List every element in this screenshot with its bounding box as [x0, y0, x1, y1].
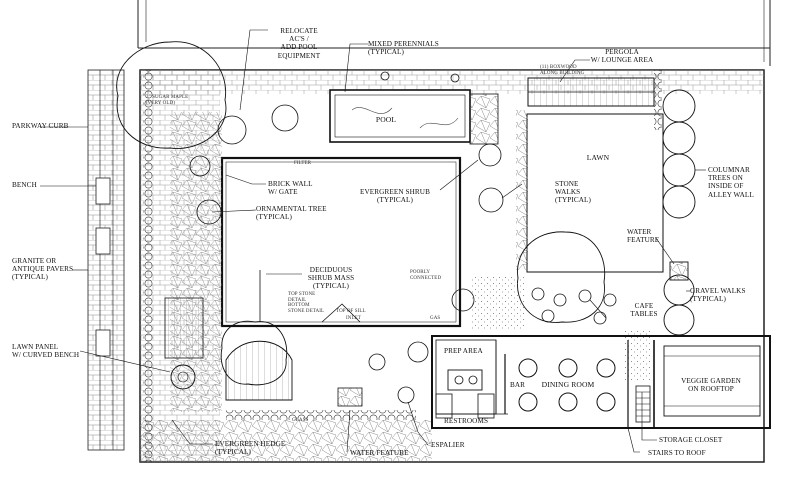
water-feature-right-label: WATER FEATURE	[627, 228, 660, 245]
mixed-perennials-label: MIXED PERENNIALS (TYPICAL)	[368, 40, 439, 57]
inlet-note: INLET	[346, 316, 361, 321]
water-feature-bottom-label: WATER FEATURE	[350, 449, 409, 457]
pool	[329, 71, 499, 145]
evergreen-hedges	[143, 70, 662, 462]
cafe-tables	[531, 287, 617, 325]
large-trees	[116, 41, 606, 386]
lawn-panel-label: LAWN PANEL w/ CURVED BENCH	[12, 343, 80, 360]
relocate-ac-label: RELOCATE AC's / ADD POOL EQUIPMENT	[277, 27, 321, 60]
lawn-label: LAWN	[586, 153, 610, 162]
prep-area-label: PREP AREA	[444, 347, 483, 355]
glass-note: GLASS	[292, 418, 309, 423]
poorly-connected-note: POORLY CONNECTED	[410, 270, 442, 281]
gas-note: GAS	[430, 316, 441, 321]
espalier-label: ESPALIER	[431, 441, 465, 449]
ornamental-tree-label: ORNAMENTAL TREE (TYPICAL)	[256, 205, 327, 222]
property-lines	[137, 0, 771, 66]
granite-pavers-label: GRANITE OR ANTIQUE PAVERS (TYPICAL)	[12, 257, 74, 282]
leader-lines	[40, 29, 706, 453]
brick-wall-courtyard	[220, 156, 462, 328]
bench-label: BENCH	[12, 181, 37, 189]
bar-label: BAR	[510, 381, 526, 389]
evergreen-shrub-label: EVERGREEN SHRUB (TYPICAL)	[360, 188, 430, 205]
stone-walks-label: STONE WALKS (TYPICAL)	[555, 180, 592, 205]
sugar-maple-note: 3" SUGAR MAPLE (VERY OLD)	[146, 95, 189, 106]
columnar-trees-label: COLUMNAR TREES ON INSIDE OF ALLEY WALL	[708, 166, 754, 199]
storage-closet-label: STORAGE CLOSET	[659, 436, 723, 444]
cafe-tables-label: CAFE TABLES	[630, 302, 658, 319]
shrubs	[189, 104, 504, 404]
gravel-walks-label: GRAVEL WALKS (TYPICAL)	[690, 287, 746, 304]
dining-tables	[518, 358, 616, 412]
left-garden	[164, 112, 222, 412]
street-bench	[95, 177, 111, 205]
lawn-panel	[225, 340, 363, 407]
dining-room-label: DINING ROOM	[541, 380, 595, 389]
curved-bench	[170, 364, 196, 390]
filter-note: FILTER	[294, 161, 312, 166]
boxwood-note: (11) BOXWOOD ALONG BUILDING	[540, 65, 585, 76]
top-of-sill-note: TOP OF SILL	[336, 309, 366, 314]
stone-detail-note: TOP STONE DETAIL BOTTOM STONE DETAIL	[288, 292, 325, 314]
gravel-walk	[470, 275, 525, 330]
pool-label: POOL	[375, 115, 397, 124]
deciduous-shrub-label: DECIDUOUS SHRUB MASS (TYPICAL)	[307, 266, 355, 291]
water-feature-basin	[669, 261, 689, 281]
brick-wall-label: BRICK WALL w/ GATE	[268, 180, 313, 197]
pergola	[527, 77, 655, 107]
veggie-garden-label: VEGGIE GARDEN ON ROOFTOP	[681, 377, 741, 394]
stairs-label: STAIRS TO ROOF	[648, 449, 706, 457]
parkway-strip	[87, 69, 125, 451]
parkway-curb-label: PARKWAY CURB	[12, 122, 69, 130]
evergreen-hedge-label: EVERGREEN HEDGE (TYPICAL)	[215, 440, 286, 457]
restrooms-label: RESTROOMS	[444, 417, 489, 425]
building	[431, 335, 771, 429]
pergola-label: PERGOLA w/ LOUNGE AREA	[590, 48, 654, 65]
